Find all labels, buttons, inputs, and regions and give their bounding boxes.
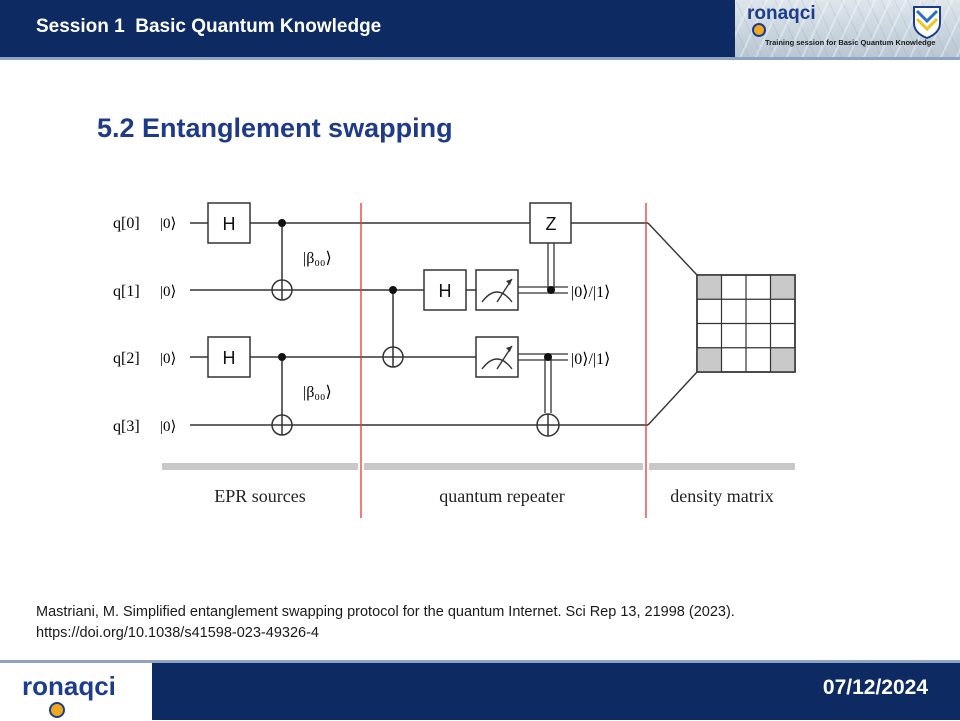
- h-gate-q2-label: H: [223, 348, 236, 368]
- qubit-label-q2: q[2]: [113, 350, 140, 367]
- qubit-label-q1: q[1]: [113, 283, 140, 300]
- classical-wires: [518, 243, 568, 413]
- section-label-density: density matrix: [670, 486, 773, 506]
- classical-control-q2: [544, 353, 552, 361]
- measurement-q1-icon: [475, 269, 519, 311]
- section-label-epr: EPR sources: [214, 486, 306, 506]
- cnot-control-q2: [278, 353, 286, 361]
- citation-doi-link[interactable]: https://doi.org/10.1038/s41598-023-49326…: [36, 625, 319, 641]
- init-state-q2: |0⟩: [160, 351, 176, 367]
- footer-date: 07/12/2024: [822, 676, 928, 699]
- header-logo-text: ronaqci: [747, 3, 816, 24]
- measurement-q2-icon: [475, 336, 519, 378]
- citation-text: Mastriani, M. Simplified entanglement sw…: [36, 604, 735, 620]
- measurement-output-q2: |0⟩/|1⟩: [571, 351, 610, 368]
- classical-control-q1: [547, 286, 555, 294]
- measurement-output-q1: |0⟩/|1⟩: [571, 284, 610, 301]
- ronaqci-orbit-icon: [752, 23, 766, 37]
- qubit-label-q0: q[0]: [113, 215, 140, 232]
- h-gate-q0-label: H: [223, 214, 236, 234]
- footer-logo-area: ronaqci: [0, 663, 152, 720]
- header-tagline: Training session for Basic Quantum Knowl…: [765, 38, 936, 47]
- h-gate-q1-label: H: [439, 281, 452, 301]
- section-bar-density: [649, 463, 795, 470]
- cnot-control-q1: [389, 286, 397, 294]
- init-state-q1: |0⟩: [160, 284, 176, 300]
- h-gate-q2: [207, 336, 251, 378]
- h-gate-q1: [423, 269, 467, 311]
- init-state-q0: |0⟩: [160, 216, 176, 232]
- z-gate-q0-label: Z: [546, 214, 557, 234]
- section-label-repeater: quantum repeater: [439, 486, 564, 506]
- footer-bar: 07/12/2024: [152, 663, 960, 720]
- qubit-label-q3: q[3]: [113, 418, 140, 435]
- bell-state-label-top: |β₀₀⟩: [303, 250, 332, 267]
- citation: Mastriani, M. Simplified entanglement sw…: [36, 602, 936, 644]
- header-brand-banner: ronaqci Training session for Basic Quant…: [735, 0, 960, 57]
- h-gate-q0: [207, 202, 251, 244]
- slide-title: 5.2 Entanglement swapping: [97, 113, 453, 143]
- section-bar-repeater: [364, 463, 643, 470]
- session-title: Session 1 Basic Quantum Knowledge: [36, 16, 382, 37]
- density-matrix-grid: [696, 274, 796, 373]
- header-divider: [0, 57, 960, 60]
- z-gate-q0: [529, 202, 572, 244]
- section-bar-epr: [162, 463, 358, 470]
- footer-divider: [0, 660, 960, 663]
- cnot-control-q0: [278, 219, 286, 227]
- footer-logo-text: ronaqci: [22, 671, 116, 701]
- projection-line-bottom: [647, 371, 698, 426]
- bell-state-label-bottom: |β₀₀⟩: [303, 384, 332, 401]
- ronaqci-orbit-icon: [49, 702, 65, 718]
- projection-line-top: [647, 222, 698, 276]
- init-state-q3: |0⟩: [160, 419, 176, 435]
- university-shield-icon: [913, 6, 941, 39]
- qubit-wires: [190, 222, 648, 426]
